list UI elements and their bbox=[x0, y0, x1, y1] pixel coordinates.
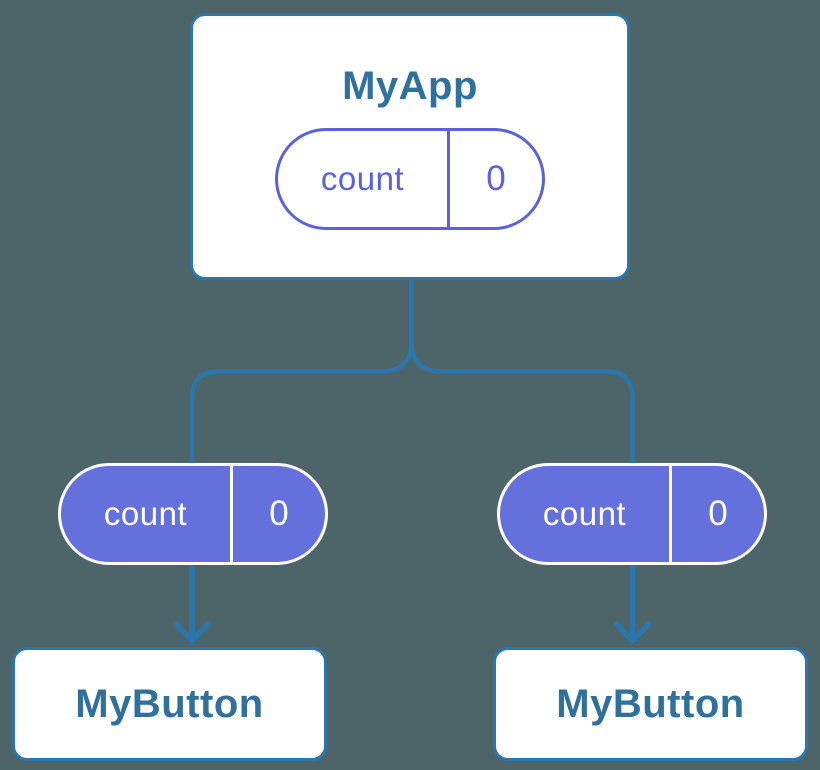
state-pill-label: count bbox=[278, 131, 450, 227]
state-pill-myapp: count 0 bbox=[275, 128, 545, 230]
node-mybutton-left: MyButton bbox=[12, 647, 327, 761]
state-pill-value: 0 bbox=[486, 159, 506, 198]
prop-pill-right: count 0 bbox=[497, 463, 767, 565]
tree-connector-right bbox=[409, 341, 635, 466]
prop-pill-value: 0 bbox=[269, 494, 289, 533]
node-myapp-title: MyApp bbox=[342, 64, 478, 108]
node-mybutton-title: MyButton bbox=[75, 682, 264, 726]
prop-pill-value: 0 bbox=[708, 494, 728, 533]
arrow-down-icon bbox=[173, 563, 211, 644]
node-mybutton-right: MyButton bbox=[493, 647, 808, 761]
prop-pill-left: count 0 bbox=[58, 463, 328, 565]
tree-connector-left bbox=[189, 278, 414, 466]
prop-pill-label: count bbox=[61, 466, 233, 562]
prop-pill-label: count bbox=[500, 466, 672, 562]
arrow-down-icon bbox=[613, 563, 652, 644]
node-mybutton-title: MyButton bbox=[556, 682, 745, 726]
node-myapp: MyApp count 0 bbox=[190, 13, 630, 280]
